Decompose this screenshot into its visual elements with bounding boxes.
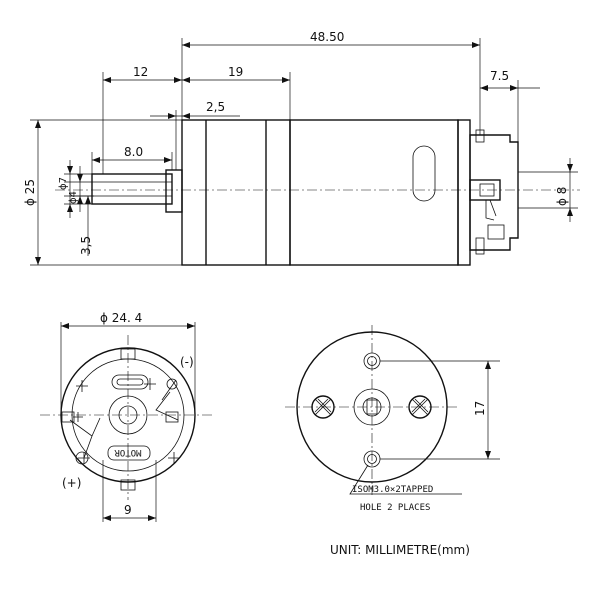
dim-shaft-offset: 3,5 (79, 236, 93, 255)
terminal-housing (469, 134, 519, 251)
minus-terminal (166, 378, 178, 390)
dim-total-length: 48.50 (310, 30, 344, 44)
dim-gearbox-length: 19 (228, 65, 243, 79)
can-slot (412, 145, 436, 202)
rear-view: MOTOR (-) (+) ϕ 24. 4 9 (40, 311, 215, 522)
side-view: 48.50 12 19 7.5 2,5 8.0 ϕ 25 ϕ7 (23, 30, 580, 266)
rear-slot (111, 374, 149, 390)
plus-label: (+) (62, 476, 81, 490)
motor-can (289, 119, 459, 266)
output-shaft (91, 173, 173, 205)
shaft-collar (165, 169, 183, 213)
gearbox-body (181, 119, 291, 266)
end-cap (457, 119, 471, 266)
right-brush (155, 379, 179, 421)
dim-rear-view-diameter: ϕ 24. 4 (100, 311, 142, 325)
dim-shaft-diameter: ϕ7 (58, 177, 69, 190)
minus-label: (-) (180, 355, 194, 369)
right-terminal-tab (165, 411, 179, 423)
tapped-hole-leader (349, 464, 462, 495)
dim-shaft-length: 12 (133, 65, 148, 79)
tapped-note-1: ISOM3.0×2TAPPED (352, 485, 433, 495)
dim-body-diameter: ϕ 25 (23, 179, 37, 206)
front-view: 17 ISOM3.0×2TAPPED HOLE 2 PLACES (285, 325, 500, 513)
motor-badge (107, 445, 151, 461)
dim-collar: 2,5 (206, 100, 225, 114)
dim-flat-diameter: ϕ4 (68, 191, 79, 204)
dim-rear-diameter: ϕ 8 (555, 187, 569, 206)
dim-hole-spacing: 17 (473, 401, 487, 416)
dim-rear-shaft: 7.5 (490, 69, 509, 83)
rear-cross-marks (73, 378, 180, 464)
dim-terminal-width: 9 (124, 503, 132, 517)
dim-flat-length: 8.0 (124, 145, 143, 159)
unit-label: UNIT: MILLIMETRE(mm) (330, 543, 470, 557)
tapped-note-2: HOLE 2 PLACES (360, 503, 430, 513)
left-brush (69, 417, 101, 459)
